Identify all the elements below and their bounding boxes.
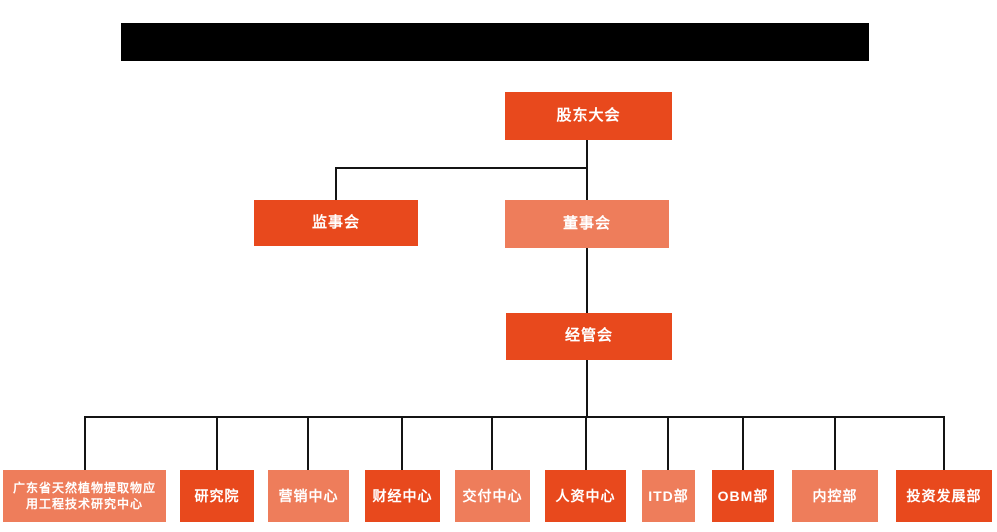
connector-line-drop-yanjiuyuan — [216, 416, 218, 470]
connector-line-drop-itd-bu — [667, 416, 669, 470]
org-node-jingguanhui: 经管会 — [506, 313, 672, 360]
org-node-neikong-bu: 内控部 — [792, 470, 878, 522]
org-node-touzi-fazhan-bu: 投资发展部 — [896, 470, 992, 522]
connector-line-drop-neikong-bu — [834, 416, 836, 470]
connector-line-stem-bottom — [586, 360, 588, 418]
connector-line-row2-horizontal — [335, 167, 588, 169]
connector-line-drop-caijing-zhongxin — [401, 416, 403, 470]
org-node-yanjiuyuan: 研究院 — [180, 470, 254, 522]
connector-line-drop-touzi-fazhan-bu — [943, 416, 945, 470]
org-node-jianshihui: 监事会 — [254, 200, 418, 246]
org-node-obm-bu: OBM部 — [712, 470, 774, 522]
org-node-renzi-zhongxin: 人资中心 — [545, 470, 626, 522]
org-node-dongshihui: 董事会 — [505, 200, 669, 248]
connector-line-row4-horizontal — [85, 416, 945, 418]
org-node-yingxiao-zhongxin: 营销中心 — [268, 470, 349, 522]
connector-line-drop-renzi-zhongxin — [585, 416, 587, 470]
org-node-itd-bu: ITD部 — [642, 470, 695, 522]
connector-line-drop-jiaofu-zhongxin — [491, 416, 493, 470]
org-node-jiaofu-zhongxin: 交付中心 — [455, 470, 530, 522]
org-node-research-center: 广东省天然植物提取物应 用工程技术研究中心 — [3, 470, 166, 522]
connector-line-stem-top — [586, 139, 588, 168]
org-node-caijing-zhongxin: 财经中心 — [365, 470, 440, 522]
redacted-title-bar — [121, 23, 869, 61]
connector-line-drop-obm-bu — [742, 416, 744, 470]
connector-line-drop-yingxiao-zhongxin — [307, 416, 309, 470]
connector-line-drop-research-center — [84, 416, 86, 470]
org-node-gudong-dahui: 股东大会 — [505, 92, 672, 140]
connector-line-drop-jianshihui — [335, 167, 337, 201]
